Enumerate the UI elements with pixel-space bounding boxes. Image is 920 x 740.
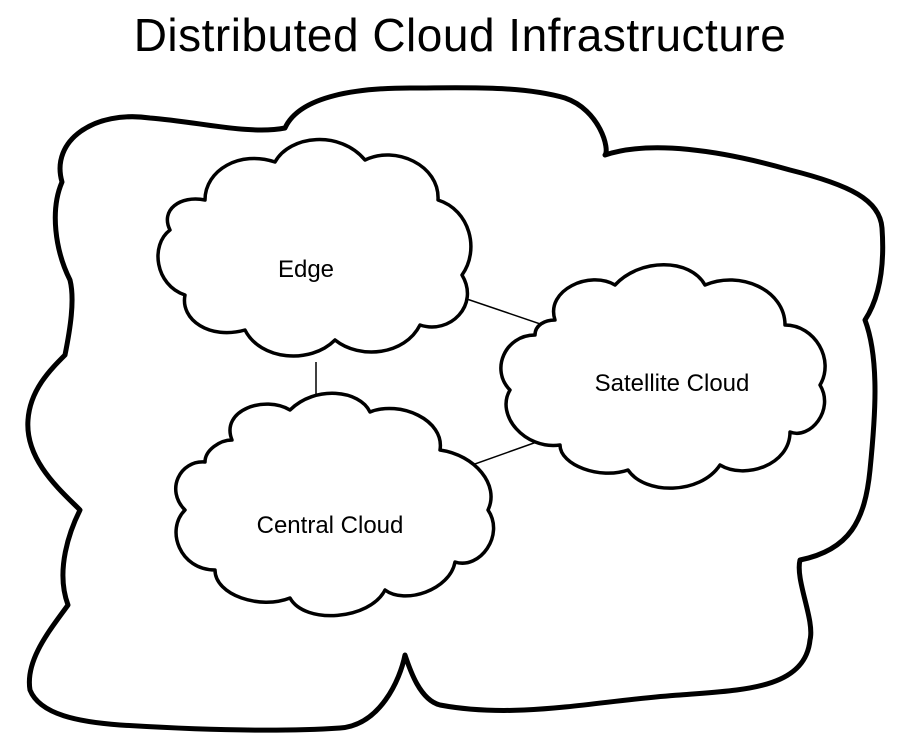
satellite-cloud-shape[interactable] [499, 263, 827, 490]
central-cloud-shape[interactable] [174, 391, 496, 618]
edge-label: Edge [278, 256, 334, 283]
edge-cloud-shape[interactable] [156, 137, 473, 358]
satellite-label: Satellite Cloud [595, 370, 750, 397]
central-label: Central Cloud [257, 512, 404, 539]
diagram-title: Distributed Cloud Infrastructure [133, 9, 787, 61]
